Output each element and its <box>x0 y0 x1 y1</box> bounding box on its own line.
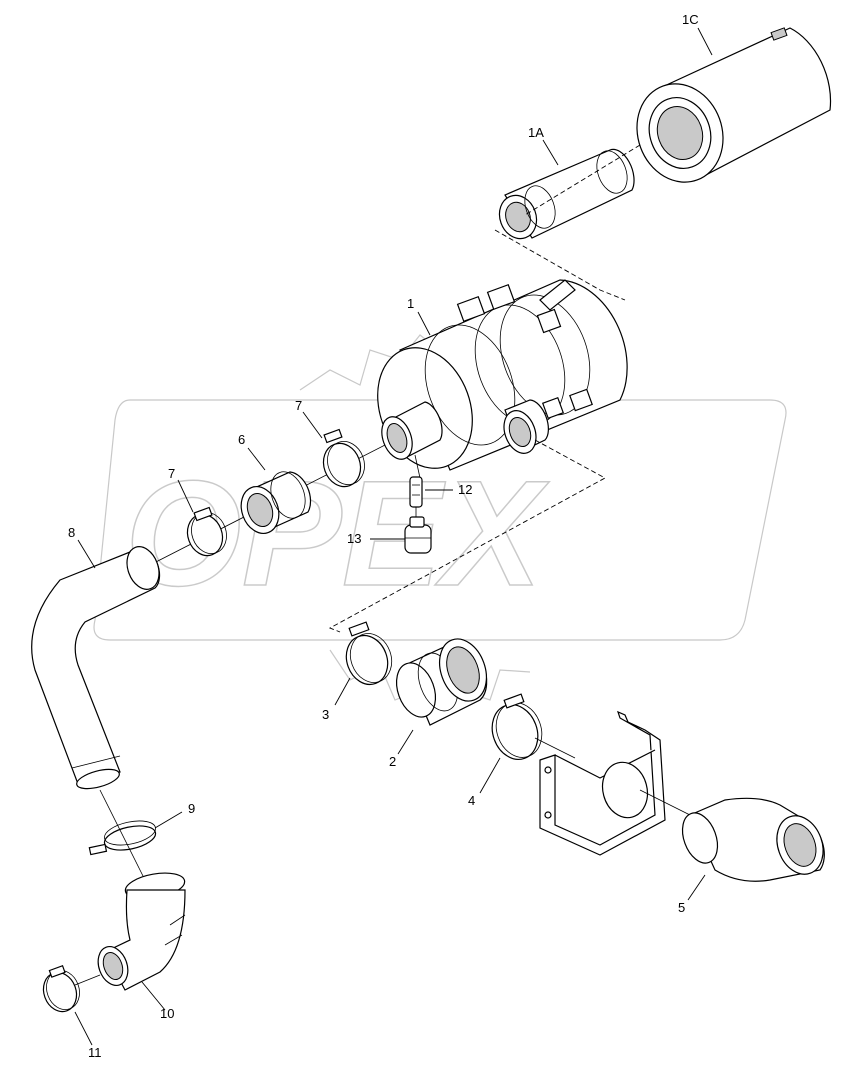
part-13-restriction-indicator <box>404 516 432 554</box>
assembly-line-elbow <box>74 974 101 986</box>
callout-10: 10 <box>160 1006 174 1021</box>
part-10-elbow <box>97 872 186 991</box>
part-5-inlet-elbow <box>681 797 825 882</box>
callout-7-lower: 7 <box>168 466 175 481</box>
mounting-bracket <box>539 710 666 856</box>
part-12-sensor-hose <box>409 476 423 520</box>
part-7-clamp-lower <box>186 506 227 557</box>
callout-12: 12 <box>458 482 472 497</box>
assembly-line-pipe <box>99 789 146 881</box>
callout-7-upper: 7 <box>295 398 302 413</box>
part-2-hose <box>395 638 488 726</box>
callout-5: 5 <box>678 900 685 915</box>
callout-1: 1 <box>407 296 414 311</box>
part-3-clamp <box>345 621 393 686</box>
callout-1a: 1A <box>528 125 544 140</box>
part-6-hose <box>240 471 312 534</box>
assembly-line-inlet <box>328 439 606 633</box>
leader-lines <box>74 27 713 1046</box>
part-1-air-cleaner-body <box>377 279 628 471</box>
part-7-clamp-upper <box>322 428 365 488</box>
assembly-line-bracket <box>534 737 691 816</box>
callout-6: 6 <box>238 432 245 447</box>
assembly-line-sensor <box>414 454 421 479</box>
assembly-line-filter <box>494 144 641 301</box>
part-9-clamp <box>88 820 157 856</box>
callout-13: 13 <box>347 531 361 546</box>
callout-8: 8 <box>68 525 75 540</box>
callout-1c: 1C <box>682 12 699 27</box>
callout-3: 3 <box>322 707 329 722</box>
part-1a-filter-element <box>498 148 635 240</box>
callout-9: 9 <box>188 801 195 816</box>
callout-4: 4 <box>468 793 475 808</box>
callout-labels: 1C 1A 1 7 6 7 8 12 13 3 2 4 5 9 10 11 <box>68 12 699 1060</box>
part-8-pipe <box>31 546 161 790</box>
part-1c-housing-cover <box>636 27 832 183</box>
part-11-clamp <box>42 965 80 1013</box>
callout-11: 11 <box>88 1045 102 1060</box>
part-4-clamp <box>491 693 543 760</box>
callout-2: 2 <box>389 754 396 769</box>
